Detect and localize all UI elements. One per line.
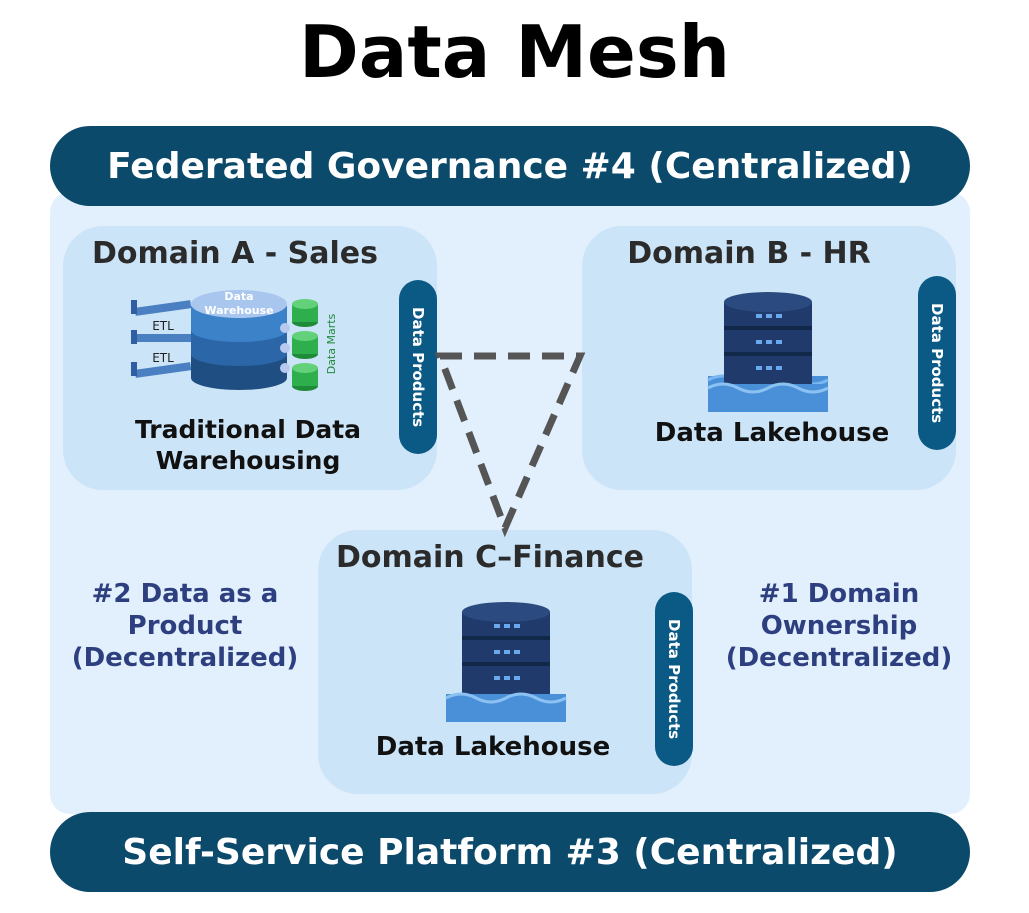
principle-right-line1: #1 Domain (758, 579, 920, 609)
domain-b-card: Domain B - HR Data Lakehouse (582, 226, 956, 490)
platform-banner: Self-Service Platform #3 (Centralized) (50, 812, 970, 892)
domain-b-title: Domain B - HR (627, 236, 871, 271)
domain-c-caption: Data Lakehouse (375, 732, 611, 762)
domain-c-title: Domain C–Finance (336, 540, 644, 575)
domain-a-data-products[interactable]: Data Products (399, 280, 437, 454)
domain-a-caption-line1: Traditional Data (134, 415, 362, 444)
domain-a-data-products-label: Data Products (409, 306, 427, 428)
warehouse-label: Data (224, 290, 253, 303)
governance-banner: Federated Governance #4 (Centralized) (50, 126, 970, 206)
principle-data-as-product: #2 Data as a Product (Decentralized) (60, 578, 310, 674)
page-title: Data Mesh (298, 10, 730, 94)
data-marts-label: Data Marts (325, 313, 338, 374)
domain-c-card: Domain C–Finance Data Lakehouse (318, 530, 692, 794)
etl-pipe-icon (131, 300, 192, 378)
domain-b-data-products-label: Data Products (928, 302, 946, 424)
principle-left-line3: (Decentralized) (71, 643, 299, 673)
principle-left-line1: #2 Data as a (91, 579, 279, 609)
database-icon (707, 292, 829, 412)
domain-c-data-products-label: Data Products (665, 618, 683, 740)
principle-right-line3: (Decentralized) (725, 643, 953, 673)
domain-b-caption: Data Lakehouse (654, 418, 890, 448)
data-mart-icon (292, 299, 318, 391)
etl-label-1: ETL (152, 319, 174, 333)
principle-domain-ownership: #1 Domain Ownership (Decentralized) (714, 578, 964, 674)
domain-a-caption: Traditional Data Warehousing (103, 414, 393, 476)
domain-a-title: Domain A - Sales (92, 236, 378, 271)
domain-c-data-products[interactable]: Data Products (655, 592, 693, 766)
principle-right-line2: Ownership (760, 611, 918, 641)
principle-left-line2: Product (127, 611, 243, 641)
domain-b-data-products[interactable]: Data Products (918, 276, 956, 450)
domain-a-caption-line2: Warehousing (155, 446, 341, 475)
database-icon (445, 602, 567, 722)
data-warehouse-icon: Data Warehouse ETL ETL Data Marts (131, 290, 338, 391)
domain-a-card: Domain A - Sales (63, 226, 437, 490)
warehouse-label-2: Warehouse (204, 304, 273, 317)
etl-label-2: ETL (152, 351, 174, 365)
